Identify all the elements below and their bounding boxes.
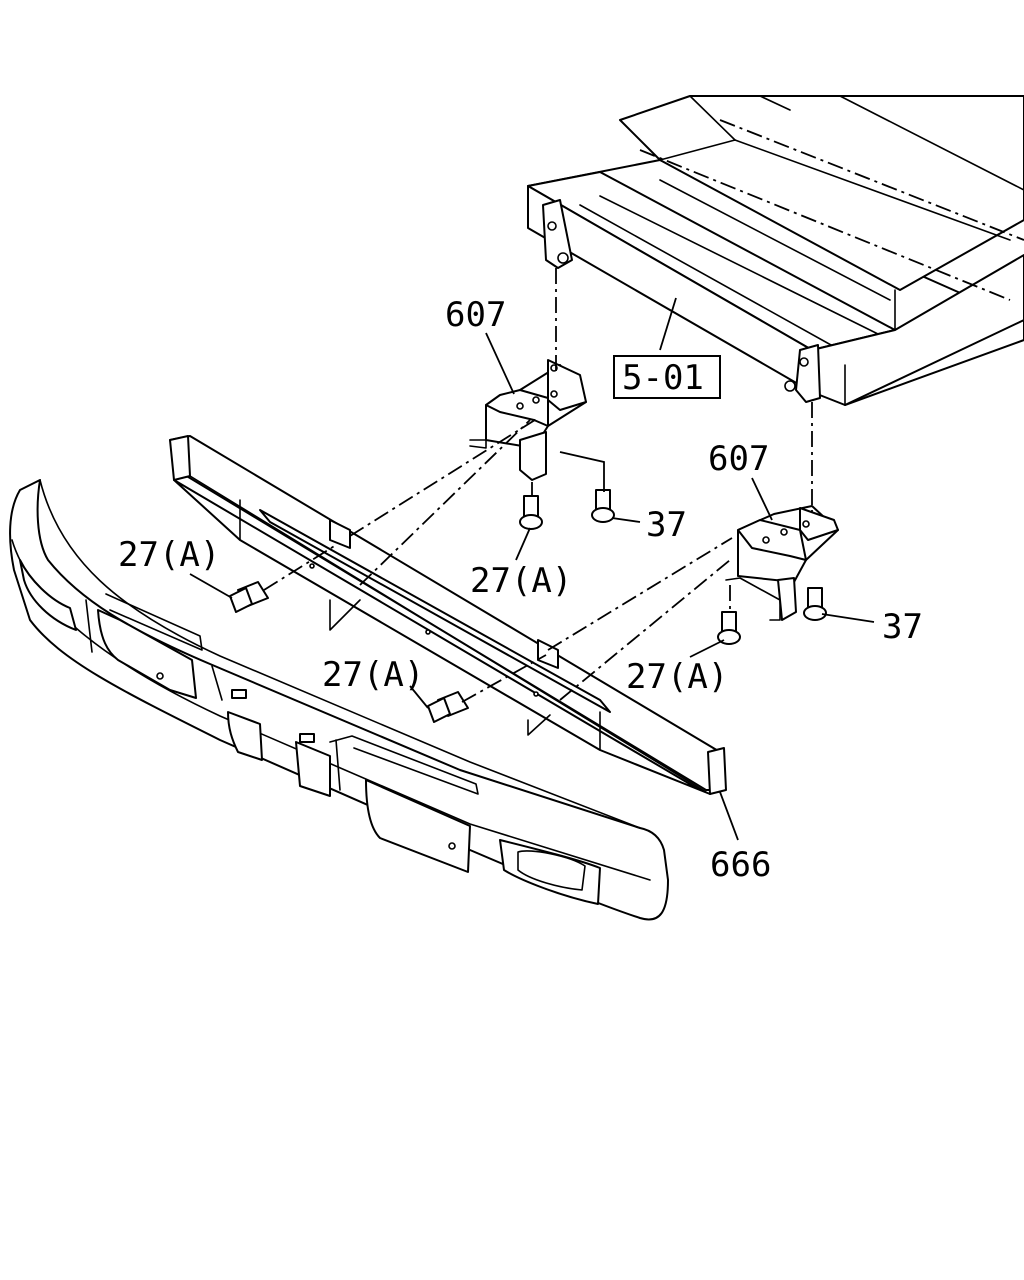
label-bolt-left-lower: 27(A)	[322, 655, 424, 695]
bracket-left	[469, 359, 587, 481]
bracket-right	[725, 505, 839, 621]
label-bolt-left-outer: 27(A)	[118, 535, 220, 575]
label-bolt-right-bracket: 27(A)	[626, 657, 728, 697]
leader-lines	[189, 297, 875, 841]
bolt-left-37-icon	[591, 489, 615, 523]
label-bolt-left-37: 37	[646, 505, 687, 545]
alignment-lines	[263, 268, 813, 703]
bumper-reinforcement	[169, 435, 727, 795]
bolt-right-37-icon	[803, 587, 827, 621]
bolt-left-bracket-icon	[519, 495, 543, 530]
label-bracket-left: 607	[445, 295, 506, 335]
label-bolt-right-37: 37	[882, 607, 923, 647]
label-bracket-right: 607	[708, 439, 769, 479]
bolt-right-bracket-icon	[717, 611, 741, 645]
bolt-left-outer-icon	[229, 581, 269, 613]
frame-ref-box	[613, 355, 721, 399]
label-frame-ref[interactable]: 5-01	[622, 358, 704, 398]
label-reinforcement: 666	[710, 845, 771, 885]
bolt-left-lower-icon	[427, 691, 469, 723]
label-bolt-left-bracket: 27(A)	[470, 561, 572, 601]
chassis-frame	[527, 95, 1024, 406]
front-bumper	[9, 479, 669, 921]
